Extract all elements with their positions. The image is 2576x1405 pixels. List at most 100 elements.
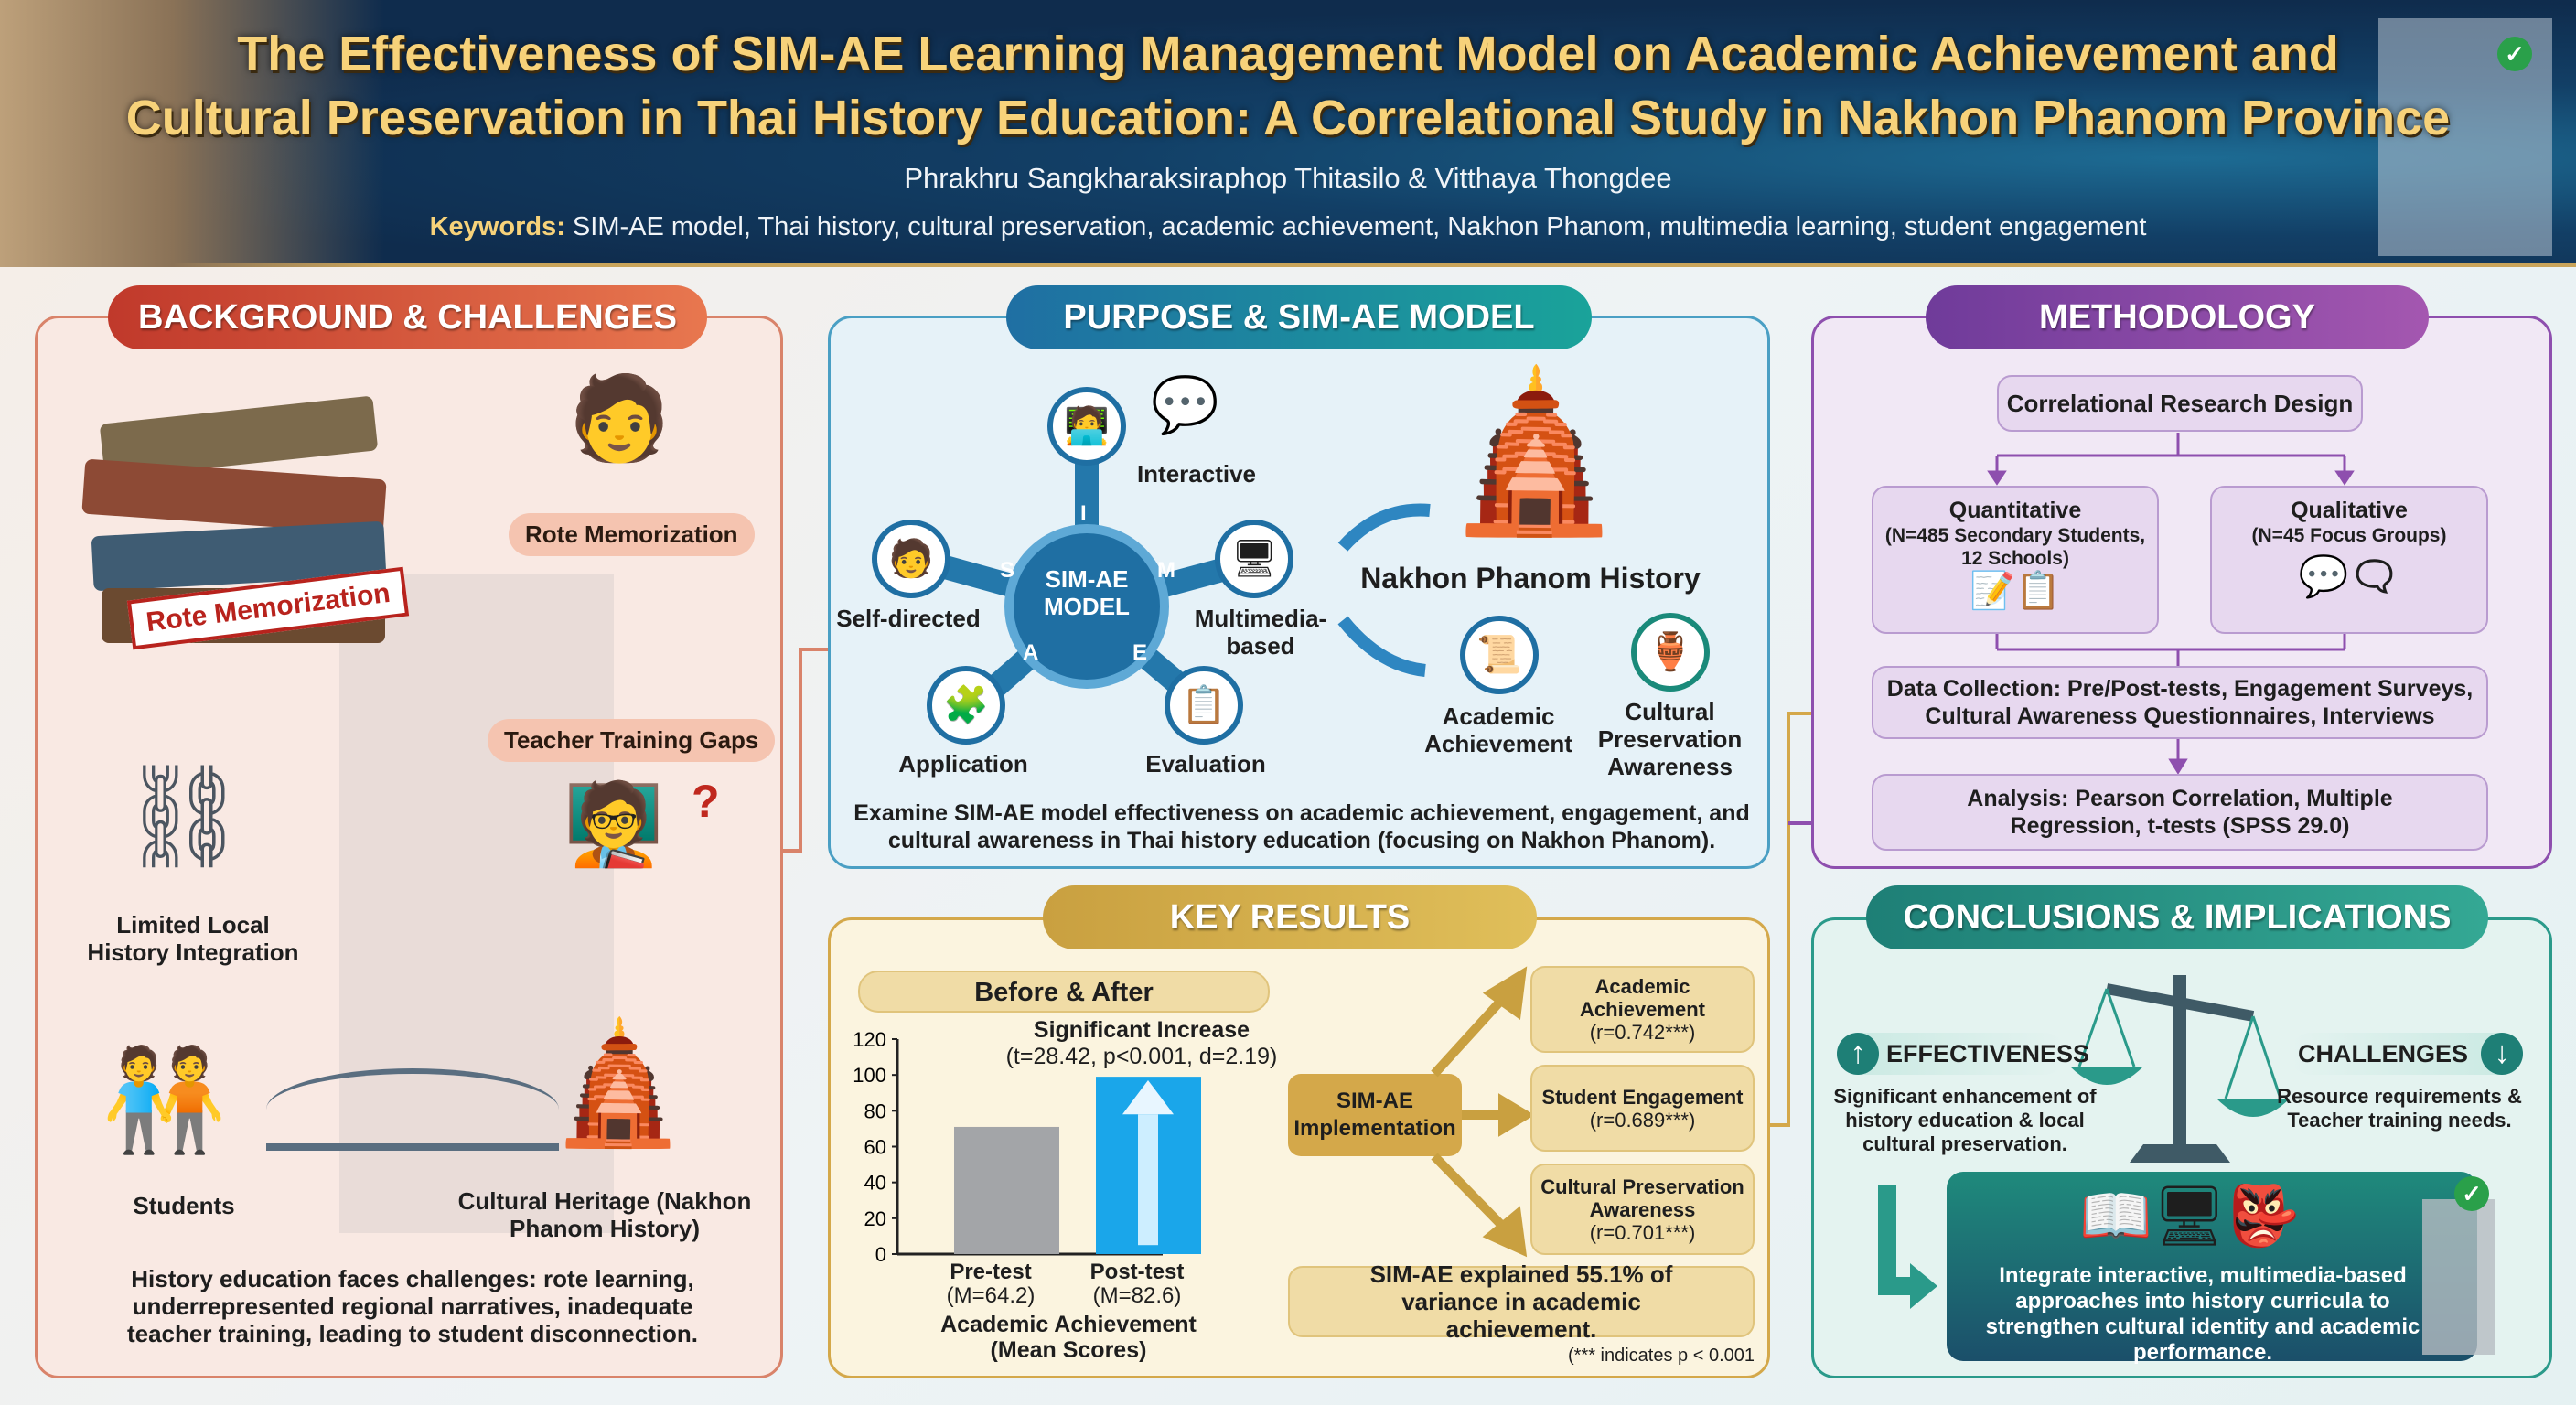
chart-x-label: Academic Achievement (Mean Scores) xyxy=(940,1312,1197,1363)
posttest-mean: (M=82.6) xyxy=(1092,1283,1182,1308)
purpose-summary: Examine SIM-AE model effectiveness on ac… xyxy=(853,800,1750,853)
chat-bubbles-icon: 💬🗨 xyxy=(2298,554,2400,599)
outcome-name: Student Engagement xyxy=(1541,1085,1744,1109)
background-panel: Rote Memorization 🧑 Rote Memorization Te… xyxy=(35,316,783,1378)
self-directed-label: Self-directed xyxy=(836,605,981,632)
evaluation-node-icon: 📋 xyxy=(1165,666,1243,745)
purpose-heading: PURPOSE & SIM-AE MODEL xyxy=(1006,285,1592,349)
outcome-r: (r=0.701***) xyxy=(1589,1220,1696,1244)
y-tick-label: 120 xyxy=(853,1028,886,1051)
confused-teacher-icon: 🧑‍🏫 xyxy=(564,778,664,869)
bridge-icon xyxy=(266,1068,559,1151)
pretest-mean: (M=64.2) xyxy=(946,1283,1036,1308)
methodology-panel: Correlational Research Design Quantitati… xyxy=(1811,316,2552,869)
keywords: Keywords: SIM-AE model, Thai history, cu… xyxy=(0,210,2576,243)
qualitative-title: Qualitative xyxy=(2291,498,2408,523)
outcome-cultural: Cultural Preservation Awareness(r=0.701*… xyxy=(1530,1164,1755,1255)
effectiveness-text: Significant enhancement of history educa… xyxy=(1833,1085,2097,1155)
y-tick-label: 100 xyxy=(853,1064,886,1087)
letter-s: S xyxy=(1000,558,1015,583)
purpose-panel: SIM-AE MODEL I S M A E 🧑‍💻 💬 Interactive… xyxy=(828,316,1770,869)
multimedia-node-icon: 🖥 xyxy=(1215,520,1293,598)
title-line-2: Cultural Preservation in Thai History Ed… xyxy=(125,91,2451,145)
quantitative-title: Quantitative xyxy=(1948,498,2082,523)
application-label: Application xyxy=(898,750,1028,778)
significant-increase-annotation: Significant Increase(t=28.42, p<0.001, d… xyxy=(991,1017,1293,1070)
nakhon-phanom-label: Nakhon Phanom History xyxy=(1360,562,1701,595)
outcome-name: Academic Achievement xyxy=(1580,975,1705,1021)
header-banner: ✓ The Effectiveness of SIM-AE Learning M… xyxy=(0,0,2576,267)
outcome-r: (r=0.689***) xyxy=(1589,1108,1696,1132)
sim-ae-hub-label: SIM-AE MODEL xyxy=(1044,565,1130,620)
limited-integration-label: Limited Local History Integration xyxy=(87,911,299,966)
implication-text: Integrate interactive, multimedia-based … xyxy=(1985,1263,2420,1365)
teacher-training-tag: Teacher Training Gaps xyxy=(488,719,776,762)
survey-clipboard-icon: 📝📋 xyxy=(1970,571,2061,611)
variance-explained-box: SIM-AE explained 55.1% of variance in ac… xyxy=(1288,1260,1755,1343)
up-arrow-icon xyxy=(1122,1080,1174,1115)
sim-ae-implementation-box: SIM-AE Implementation xyxy=(1288,1074,1462,1156)
broken-chain-icon: ⛓ xyxy=(120,760,248,873)
y-tick-label: 80 xyxy=(864,1099,886,1122)
letter-e: E xyxy=(1132,640,1148,665)
application-node-icon: 🧩 xyxy=(927,666,1005,745)
posttest-name: Post-test xyxy=(1089,1260,1185,1284)
cultural-heritage-label: Cultural Heritage (Nakhon Phanom History… xyxy=(457,1187,752,1242)
students-label: Students xyxy=(133,1192,235,1219)
conclusions-heading: CONCLUSIONS & IMPLICATIONS xyxy=(1866,885,2488,949)
pretest-label: Pre-test(M=64.2) xyxy=(931,1260,1050,1308)
qualitative-detail: (N=45 Focus Groups) xyxy=(2251,525,2447,546)
cultural-preservation-label: Cultural Preservation Awareness xyxy=(1597,698,1743,780)
thai-guardian-illustration xyxy=(0,0,384,267)
bar-pre-test xyxy=(954,1126,1059,1254)
method-flow-lines xyxy=(1987,433,2355,775)
y-tick-label: 60 xyxy=(864,1136,886,1159)
challenges-tag: CHALLENGES ↓ xyxy=(2290,1033,2523,1075)
gear-hub-icon xyxy=(1004,524,1169,689)
outcome-name: Cultural Preservation Awareness xyxy=(1540,1174,1744,1221)
outcome-academic: Academic Achievement(r=0.742***) xyxy=(1530,966,1755,1053)
effectiveness-tag: ↑ EFFECTIVENESS xyxy=(1837,1033,2089,1075)
methodology-heading: METHODOLOGY xyxy=(1926,285,2429,349)
significance-footnote: (*** indicates p < 0.001 xyxy=(1567,1346,1755,1366)
annotation-title: Significant Increase xyxy=(1033,1017,1250,1043)
effectiveness-label: EFFECTIVENESS xyxy=(1886,1040,2090,1067)
evaluation-label: Evaluation xyxy=(1145,750,1266,778)
interactive-label: Interactive xyxy=(1136,460,1257,488)
analysis-box: Analysis: Pearson Correlation, Multiple … xyxy=(1872,774,2488,851)
y-tick-label: 0 xyxy=(875,1243,886,1266)
diploma-icon: 📜 xyxy=(1460,616,1539,694)
authors: Phrakhru Sangkharaksiraphop Thitasilo & … xyxy=(904,162,1672,194)
check-icon: ✓ xyxy=(2497,37,2532,71)
conclusions-panel: ↑ EFFECTIVENESS Significant enhancement … xyxy=(1811,917,2552,1378)
cultural-artifact-icon: 🏺 xyxy=(1631,613,1710,692)
research-design-box: Correlational Research Design xyxy=(1997,375,2363,432)
rote-memorization-tag: Rote Memorization xyxy=(509,513,755,556)
arrow-down-icon: ↓ xyxy=(2481,1033,2523,1075)
quantitative-box: Quantitative (N=485 Secondary Students, … xyxy=(1872,486,2159,634)
annotation-stats: (t=28.42, p<0.001, d=2.19) xyxy=(1005,1044,1278,1069)
check-icon: ✓ xyxy=(2454,1176,2489,1211)
letter-m: M xyxy=(1157,558,1175,583)
outcome-arrows xyxy=(1431,966,1535,1258)
question-mark-icon: ? xyxy=(692,776,720,827)
temple-icon: 🛕 xyxy=(545,1015,693,1149)
keywords-label: Keywords: xyxy=(429,212,565,241)
implication-box: 📖🖥👺 Integrate interactive, multimedia-ba… xyxy=(1947,1172,2496,1365)
posttest-label: Post-test(M=82.6) xyxy=(1073,1260,1201,1308)
thailand-map-icon xyxy=(2422,1199,2496,1355)
poster-title: The Effectiveness of SIM-AE Learning Man… xyxy=(110,22,2466,150)
book-computer-khon-icons: 📖🖥👺 xyxy=(2079,1183,2300,1249)
discussion-icon: 💬 xyxy=(1151,374,1219,435)
confused-student-icon: 🧑 xyxy=(568,373,671,465)
chart-title: Before & After xyxy=(858,971,1270,1013)
arrow-down-icon xyxy=(1337,616,1426,677)
challenges-text: Resource requirements & Teacher training… xyxy=(2277,1085,2522,1132)
results-heading: KEY RESULTS xyxy=(1043,885,1537,949)
outcome-engagement: Student Engagement(r=0.689***) xyxy=(1530,1065,1755,1152)
quantitative-detail: (N=485 Secondary Students, 12 Schools) xyxy=(1884,525,2146,569)
background-heading: BACKGROUND & CHALLENGES xyxy=(108,285,707,349)
outcome-r: (r=0.742***) xyxy=(1589,1021,1696,1044)
